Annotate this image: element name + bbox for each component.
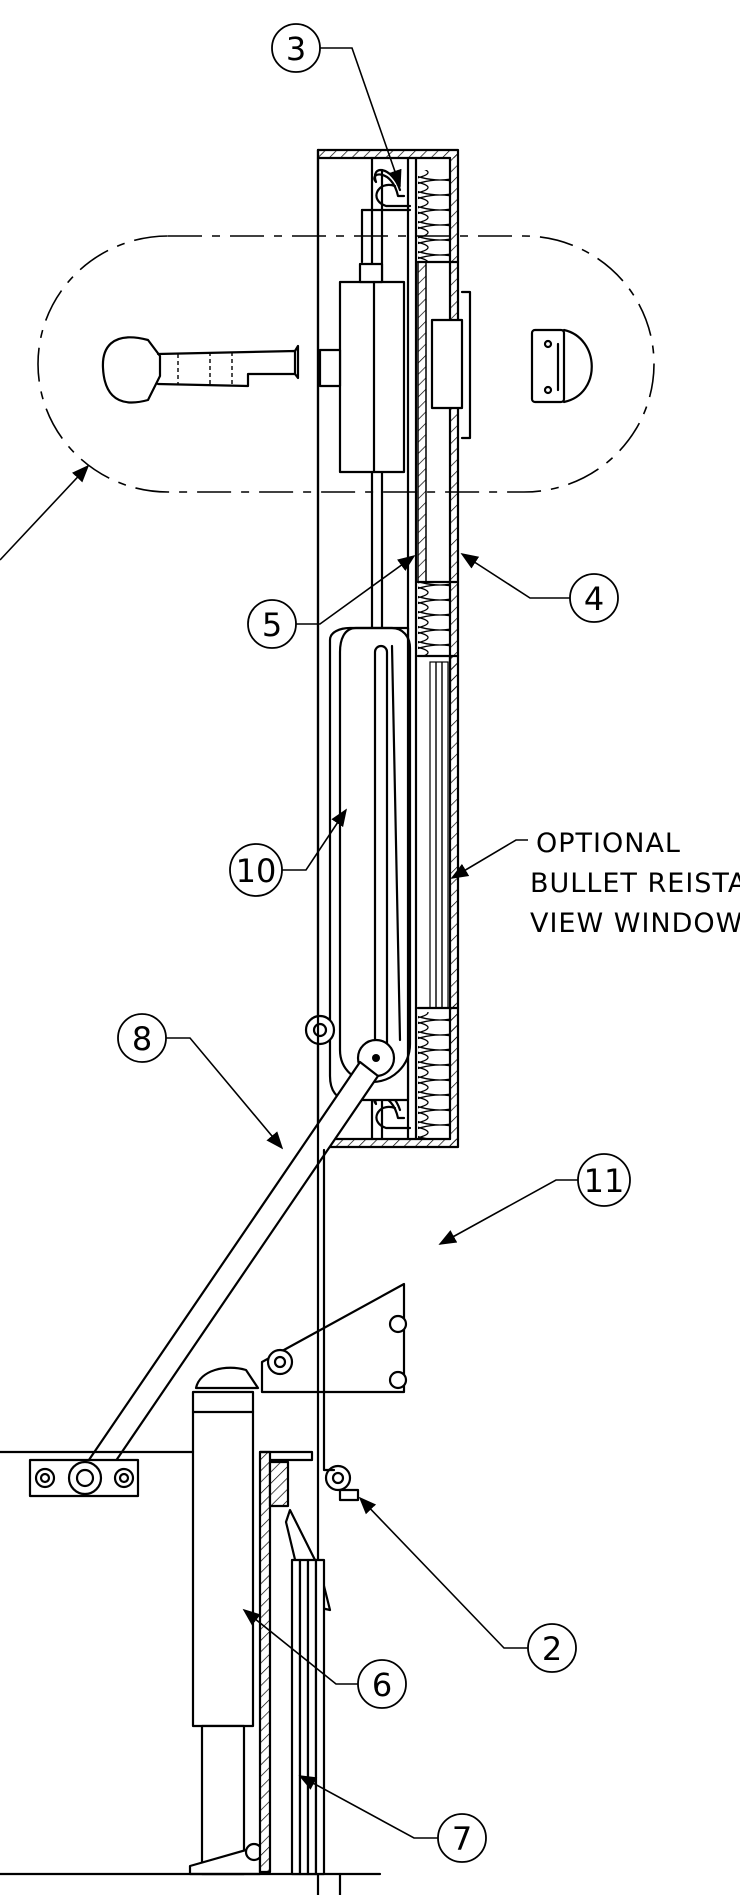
hinge-bracket — [260, 1282, 408, 1394]
latch-handle-detail — [530, 328, 593, 404]
svg-text:3: 3 — [286, 30, 306, 68]
svg-text:6: 6 — [372, 1666, 392, 1704]
leader-7 — [298, 1775, 438, 1839]
note-line-2: BULLET REISTANT — [530, 868, 740, 899]
diagonal-strut — [28, 1060, 380, 1498]
lock-body — [318, 262, 406, 474]
leader-4 — [460, 553, 570, 599]
svg-text:11: 11 — [584, 1162, 625, 1200]
svg-text:8: 8 — [132, 1020, 152, 1058]
key-handle-detail — [101, 336, 300, 404]
leader-3 — [318, 47, 402, 188]
svg-text:2: 2 — [542, 1630, 562, 1668]
svg-text:4: 4 — [584, 580, 604, 618]
leader-detail — [0, 464, 90, 561]
svg-text:7: 7 — [452, 1820, 472, 1858]
leader-5 — [296, 554, 416, 625]
leader-window — [450, 839, 528, 879]
callout-4: 4 — [569, 573, 619, 623]
callout-6: 6 — [357, 1659, 407, 1709]
leader-6 — [242, 1608, 358, 1685]
svg-text:10: 10 — [236, 852, 277, 890]
leader-2 — [358, 1496, 528, 1649]
callout-5: 5 — [247, 599, 297, 649]
note-line-1: OPTIONAL — [536, 828, 681, 859]
leader-11 — [438, 1179, 578, 1245]
leader-10 — [282, 808, 347, 871]
window-note: OPTIONAL BULLET REISTANT VIEW WINDOW — [530, 828, 740, 939]
callout-11: 11 — [577, 1153, 631, 1207]
callout-2: 2 — [527, 1623, 577, 1673]
callout-10: 10 — [229, 843, 283, 897]
lift-arm — [304, 626, 412, 1102]
upper-hook — [360, 168, 412, 264]
detail-envelope — [37, 235, 655, 493]
callout-8: 8 — [117, 1013, 167, 1063]
callout-7: 7 — [437, 1813, 487, 1863]
svg-text:5: 5 — [262, 606, 282, 644]
cylinder — [188, 1366, 264, 1876]
note-line-3: VIEW WINDOW — [530, 908, 740, 939]
sill-assembly — [0, 1148, 382, 1895]
callout-3: 3 — [271, 23, 321, 73]
leader-8 — [166, 1037, 284, 1150]
